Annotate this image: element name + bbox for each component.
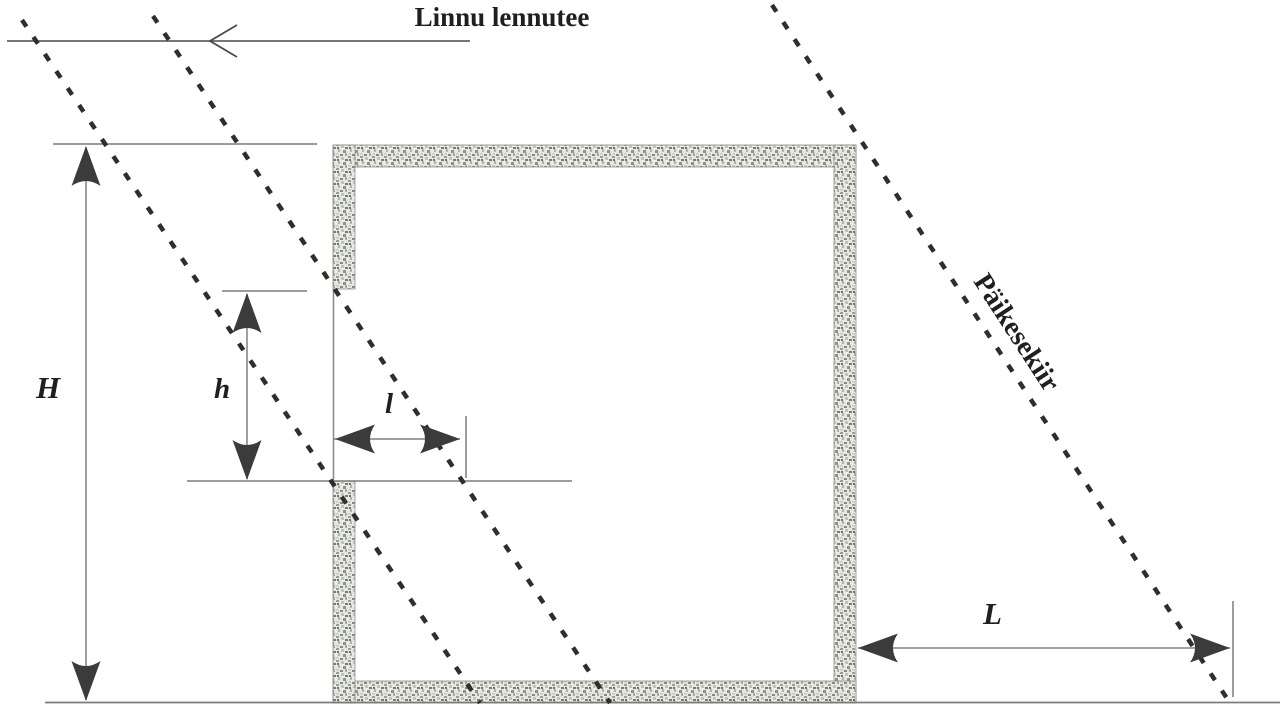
bird-flight-path — [7, 24, 470, 58]
arrowhead-L-right-icon — [1190, 633, 1230, 663]
arrowhead-l-left-icon — [335, 424, 375, 454]
dimension-label-L: L — [983, 596, 1002, 631]
sun-rays — [20, 3, 1232, 705]
wall-bottom — [332, 680, 857, 704]
arrowhead-h-down-icon — [232, 440, 262, 480]
arrowhead-H-down-icon — [71, 661, 101, 701]
arrowhead-L-left-icon — [858, 633, 898, 663]
sun-ray-dashed-line-right — [770, 3, 1232, 705]
bird-flight-arrowhead-icon — [208, 24, 238, 58]
arrowhead-h-up-icon — [232, 293, 262, 333]
dimension-lines — [85, 147, 1230, 700]
room-walls — [332, 144, 857, 704]
wall-left-below-window — [332, 480, 356, 704]
dimension-label-H: H — [36, 370, 61, 405]
bird-flight-path-label: Linnu lennutee — [414, 2, 590, 32]
dimension-label-h: h — [214, 373, 231, 405]
arrowhead-l-right-icon — [420, 424, 460, 454]
wall-left-above-window — [332, 144, 356, 290]
arrowhead-H-up-icon — [71, 146, 101, 186]
wall-right — [833, 144, 857, 704]
reference-lines — [45, 143, 1280, 704]
sun-ray-dashed-line-left — [20, 18, 482, 705]
sun-ray-dashed-line-middle — [151, 14, 612, 705]
dimension-label-l: l — [385, 388, 394, 420]
dimension-arrowheads — [71, 146, 1230, 701]
wall-top — [332, 144, 857, 168]
